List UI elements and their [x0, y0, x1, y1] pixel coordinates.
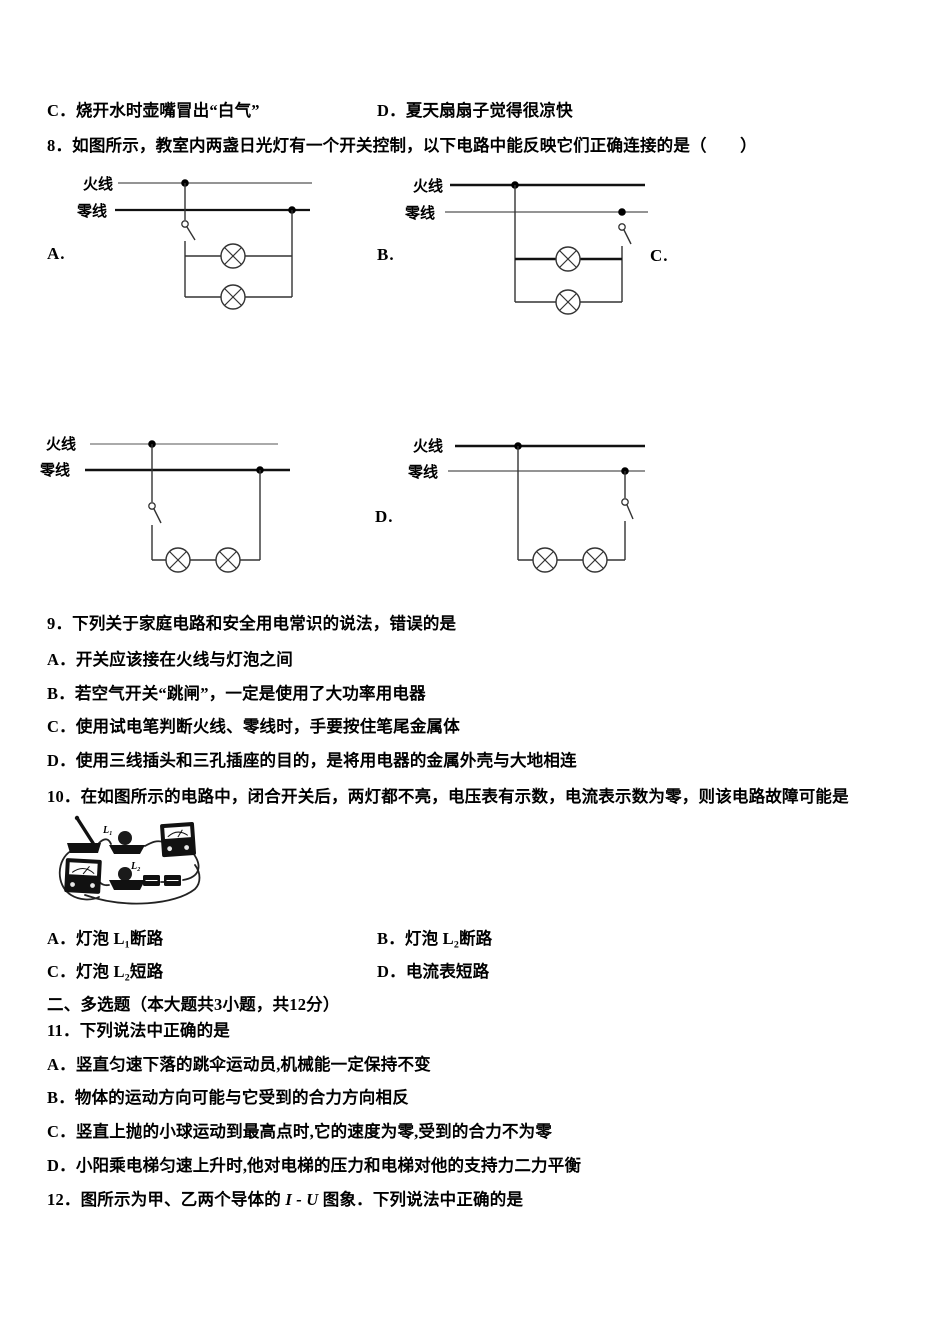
q10-option-a: A．灯泡 L₁断路: [47, 929, 164, 948]
lamp-icon: [220, 284, 246, 310]
q12-stem: 12．图所示为甲、乙两个导体的 I - U 图象．下列说法中正确的是: [47, 1189, 523, 1210]
q7-option-c: C．烧开水时壶嘴冒出“白气”: [47, 101, 260, 120]
lamp-icon: [215, 547, 241, 573]
switch-blade: [186, 226, 196, 241]
circuit-diagram-b: 火线 零线: [404, 177, 648, 315]
switch-icon: [148, 502, 156, 510]
q12-stem-prefix: 12．图所示为甲、乙两个导体的: [47, 1190, 286, 1209]
junction-dot: [618, 208, 626, 216]
q11-option-a: A．竖直匀速下落的跳伞运动员,机械能一定保持不变: [47, 1055, 431, 1074]
meter-icon: [64, 858, 102, 894]
live-wire-label: 火线: [46, 435, 76, 453]
q9-option-a: A．开关应该接在火线与灯泡之间: [47, 650, 293, 669]
lamp-icon: [532, 547, 558, 573]
q8-option-label-a: A.: [47, 244, 66, 263]
q10-circuit-figure: L₁ L₂: [58, 815, 201, 905]
lamp-l2-label: L₂: [130, 861, 141, 872]
q9-stem: 9．下列关于家庭电路和安全用电常识的说法，错误的是: [47, 614, 457, 633]
q10-option-b: B．灯泡 L₂断路: [377, 929, 493, 948]
live-wire-label: 火线: [413, 437, 443, 455]
switch-blade: [623, 229, 632, 245]
q8-stem: 8．如图所示，教室内两盏日光灯有一个开关控制，以下电路中能反映它们正确连接的是（…: [47, 136, 757, 155]
lamp-l1-label: L₁: [102, 825, 113, 836]
q10-stem: 10．在如图所示的电路中，闭合开关后，两灯都不亮，电压表有示数，电流表示数为零，…: [47, 787, 849, 806]
switch-icon: [621, 498, 629, 506]
q8-option-label-c: C.: [650, 246, 669, 265]
switch-blade: [153, 508, 162, 524]
live-wire-label: 火线: [83, 175, 113, 193]
circuit-diagram-a: 火线 零线: [76, 175, 312, 310]
q7-option-d: D．夏天扇扇子觉得很凉快: [377, 101, 573, 120]
q11-option-d: D．小阳乘电梯匀速上升时,他对电梯的压力和电梯对他的支持力二力平衡: [47, 1156, 582, 1175]
lamp-l2: L₂: [109, 861, 145, 890]
neutral-wire-label: 零线: [404, 204, 435, 222]
q12-stem-suffix: 图象．下列说法中正确的是: [318, 1190, 524, 1209]
q8-option-label-b: B.: [377, 245, 395, 264]
switch-icon: [181, 220, 189, 228]
battery-icons: [143, 875, 181, 886]
lamp-icon: [220, 243, 246, 269]
lamp-icon: [555, 289, 581, 315]
circuit-diagram-d: 火线 零线: [407, 437, 645, 573]
section2-header: 二、多选题（本大题共3小题，共12分）: [47, 995, 340, 1014]
switch-icon: [618, 223, 626, 231]
lamp-icon: [165, 547, 191, 573]
lamp-l1: L₁: [102, 825, 145, 854]
q10-option-d: D．电流表短路: [377, 962, 490, 981]
q11-stem: 11．下列说法中正确的是: [47, 1021, 230, 1040]
neutral-wire-label: 零线: [76, 202, 107, 220]
switch-blade: [626, 504, 634, 520]
q9-option-b: B．若空气开关“跳闸”，一定是使用了大功率用电器: [47, 684, 426, 703]
q10-option-c: C．灯泡 L₂短路: [47, 962, 164, 981]
neutral-wire-label: 零线: [39, 461, 70, 479]
circuit-diagram-c: 火线 零线: [39, 435, 290, 573]
neutral-wire-label: 零线: [407, 463, 438, 481]
lamp-icon: [582, 547, 608, 573]
q9-option-c: C．使用试电笔判断火线、零线时，手要按住笔尾金属体: [47, 717, 460, 736]
meter-icon: [160, 822, 197, 858]
q11-option-b: B．物体的运动方向可能与它受到的合力方向相反: [47, 1088, 409, 1107]
q11-option-c: C．竖直上抛的小球运动到最高点时,它的速度为零,受到的合力不为零: [47, 1122, 553, 1141]
live-wire-label: 火线: [413, 177, 443, 195]
q12-iu-symbol: I - U: [285, 1190, 319, 1209]
lamp-icon: [555, 246, 581, 272]
switch-icon: [67, 815, 101, 853]
q8-option-label-d: D.: [375, 507, 394, 526]
q9-option-d: D．使用三线插头和三孔插座的目的，是将用电器的金属外壳与大地相连: [47, 751, 577, 770]
